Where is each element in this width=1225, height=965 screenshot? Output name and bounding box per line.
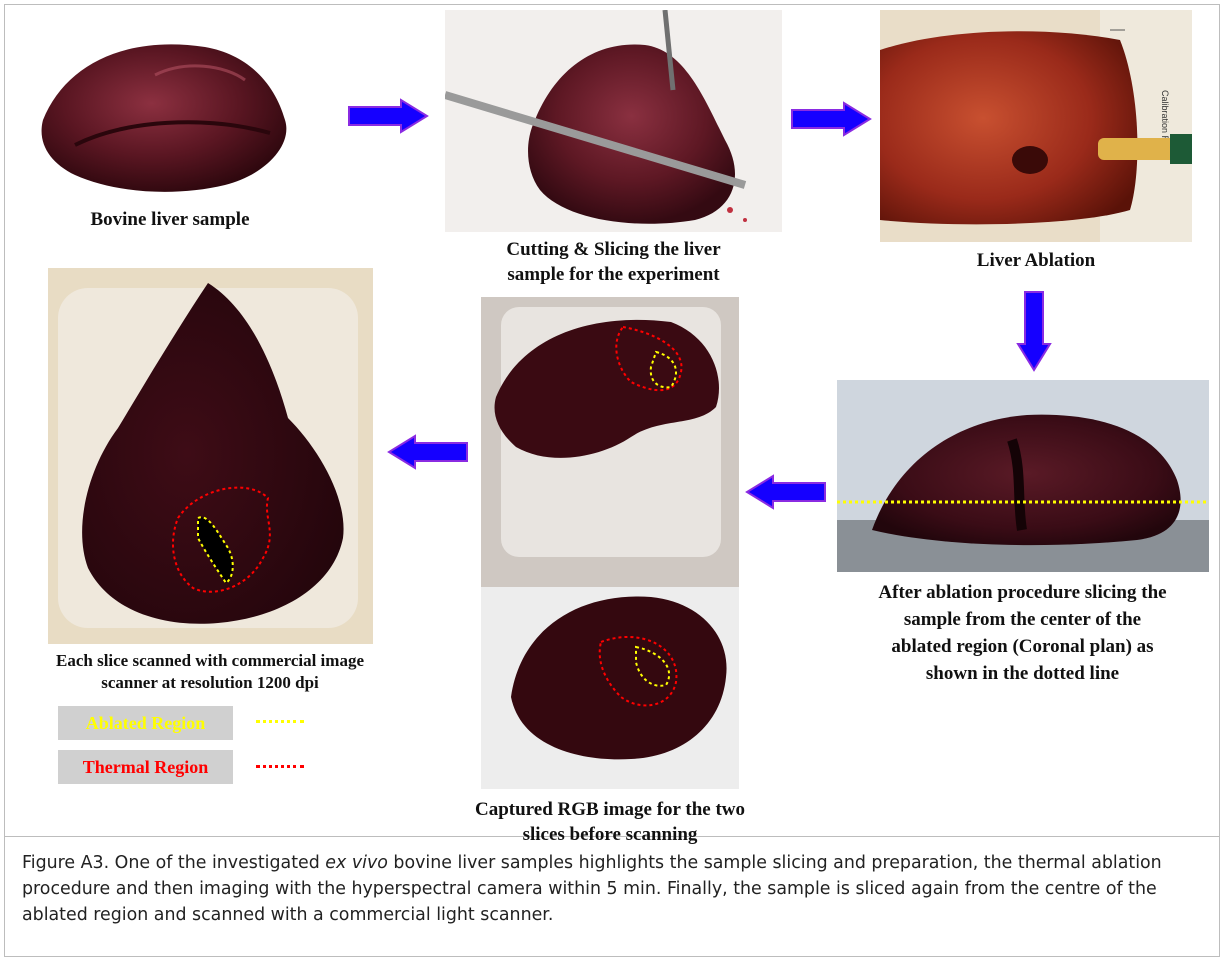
scanned-caption-line2: scanner at resolution 1200 dpi	[10, 672, 410, 694]
figure-caption-label: Figure A3.	[22, 853, 109, 873]
arrow-right-icon	[347, 98, 429, 134]
after-ablation-photo	[837, 380, 1209, 572]
scanned-caption-line1: Each slice scanned with commercial image	[10, 650, 410, 672]
arrow-down-icon	[1016, 290, 1052, 372]
figure-caption: Figure A3. One of the investigated ex vi…	[22, 850, 1207, 928]
cutting-liver-photo	[445, 10, 782, 232]
cutting-caption-line1: Cutting & Slicing the liver	[445, 237, 782, 262]
after-ablation-caption-line1: After ablation procedure slicing the	[825, 580, 1220, 605]
scanned-slice-photo	[48, 268, 373, 644]
cutting-caption-line2: sample for the experiment	[445, 262, 782, 287]
legend-thermal-line	[256, 765, 304, 768]
captured-rgb-caption-line1: Captured RGB image for the two	[430, 797, 790, 822]
arrow-left-icon	[745, 474, 827, 510]
after-ablation-caption-line3: ablated region (Coronal plan) as	[825, 634, 1220, 659]
captured-rgb-caption-line2: slices before scanning	[430, 822, 790, 847]
after-ablation-caption-line4: shown in the dotted line	[825, 661, 1220, 686]
legend-ablated-line	[256, 720, 304, 723]
bovine-liver-photo	[35, 25, 305, 200]
after-ablation-caption-line2: sample from the center of the	[825, 607, 1220, 632]
captured-rgb-photo	[481, 297, 739, 789]
arrow-left-icon	[387, 434, 469, 470]
liver-ablation-photo: Calibration Ruler	[880, 10, 1192, 242]
arrow-right-icon	[790, 101, 872, 137]
bovine-liver-caption: Bovine liver sample	[35, 207, 305, 232]
legend-ablated-label: Ablated Region	[58, 706, 233, 740]
figure-caption-pre: One of the investigated	[109, 853, 325, 873]
legend-thermal-label: Thermal Region	[58, 750, 233, 784]
liver-ablation-caption: Liver Ablation	[880, 248, 1192, 273]
figure-caption-italic: ex vivo	[325, 853, 388, 873]
